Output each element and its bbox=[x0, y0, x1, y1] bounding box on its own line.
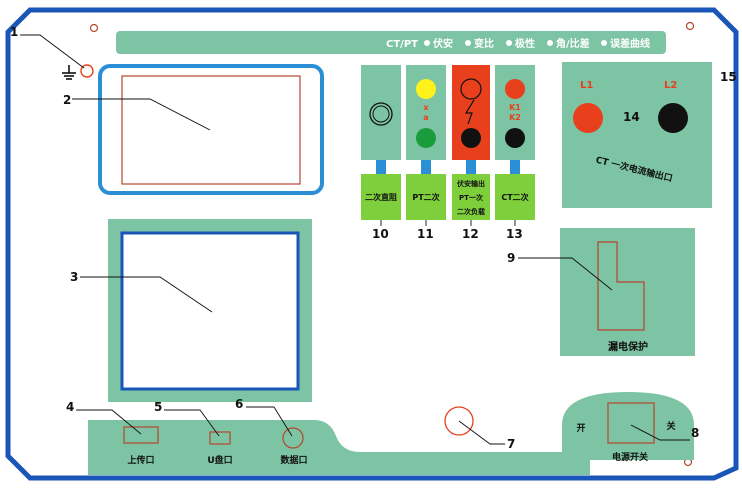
leader-line-9 bbox=[518, 257, 613, 291]
callout-9: 9 bbox=[507, 251, 515, 265]
callout-8: 8 bbox=[691, 426, 699, 440]
header-bullet bbox=[506, 40, 512, 46]
module-label-va-output-2: PT一次 bbox=[459, 193, 483, 202]
terminal-red bbox=[505, 79, 525, 99]
terminal-yellow bbox=[416, 79, 436, 99]
terminal-green bbox=[416, 128, 436, 148]
module-label-va-output-1: 伏安输出 bbox=[457, 179, 485, 188]
header-bullet bbox=[465, 40, 471, 46]
leader-line-8 bbox=[630, 424, 690, 441]
mounting-hole-top-left bbox=[89, 23, 99, 33]
callout-11: 11 bbox=[417, 227, 434, 241]
leakage-protection-label: 漏电保护 bbox=[608, 340, 648, 353]
leakage-protection-panel bbox=[560, 228, 695, 356]
header-bullet bbox=[424, 40, 430, 46]
power-switch-off-label: 关 bbox=[666, 420, 675, 432]
leader-line-6 bbox=[246, 406, 293, 437]
module-label-pt-secondary: PT二次 bbox=[412, 192, 439, 202]
callout-5: 5 bbox=[154, 400, 162, 414]
label-box bbox=[361, 174, 401, 220]
label-box bbox=[406, 174, 446, 220]
data-port-label: 数据口 bbox=[280, 454, 307, 466]
terminal-black bbox=[461, 128, 481, 148]
connector bbox=[421, 160, 431, 174]
connector bbox=[376, 160, 386, 174]
terminal-mark-a: a bbox=[423, 113, 428, 122]
leader-line-4 bbox=[76, 409, 142, 435]
power-switch-label: 电源开关 bbox=[612, 451, 648, 463]
module-va-output: 伏安输出 PT一次 二次负载 bbox=[452, 65, 490, 220]
terminal-mark-x: x bbox=[423, 103, 429, 112]
callout-6: 6 bbox=[235, 397, 243, 411]
usb-port bbox=[209, 431, 231, 445]
module-secondary-resistance: 二次直阻 bbox=[361, 65, 401, 220]
terminal-mark-k2: K2 bbox=[509, 113, 521, 122]
module-label-va-output-3: 二次负载 bbox=[457, 207, 485, 216]
mounting-hole-top-right bbox=[685, 21, 695, 31]
ct-primary-l2: L2 bbox=[664, 80, 677, 91]
terminal-mark-k1: K1 bbox=[509, 103, 521, 112]
leader-line-7 bbox=[458, 420, 505, 445]
callout-numbers: 1 2 3 4 5 6 7 8 9 10 11 12 13 14 15 bbox=[10, 25, 737, 451]
leader-line-2 bbox=[72, 98, 211, 131]
usb-port-label: U盘口 bbox=[207, 454, 232, 466]
terminal-red-outline bbox=[460, 78, 482, 100]
power-switch-on-label: 开 bbox=[576, 423, 585, 434]
callout-10: 10 bbox=[372, 227, 389, 241]
header-item: 变比 bbox=[474, 37, 494, 50]
upload-port-label: 上传口 bbox=[127, 454, 154, 466]
upload-port bbox=[123, 426, 159, 444]
module-ct-secondary: K1 K2 CT二次 bbox=[495, 65, 535, 220]
header-strip bbox=[116, 31, 666, 54]
ct-primary-terminal-black bbox=[658, 103, 688, 133]
leader-lines bbox=[20, 34, 690, 445]
header-bullet bbox=[547, 40, 553, 46]
callout-7: 7 bbox=[507, 437, 515, 451]
connector bbox=[466, 160, 476, 174]
ground-terminal bbox=[80, 64, 94, 78]
callout-3: 3 bbox=[70, 270, 78, 284]
leakage-breaker-outline bbox=[597, 241, 645, 331]
connector bbox=[510, 160, 520, 174]
leader-line-5 bbox=[164, 409, 220, 437]
printer-slot bbox=[121, 75, 301, 185]
ct-primary-panel bbox=[562, 62, 712, 208]
header-item: 伏安 bbox=[432, 37, 453, 50]
label-box bbox=[452, 174, 490, 220]
callout-2: 2 bbox=[63, 93, 71, 107]
callout-13: 13 bbox=[506, 227, 523, 241]
leader-line-3 bbox=[80, 276, 213, 313]
ct-primary-l1: L1 bbox=[580, 80, 593, 91]
callout-1: 1 bbox=[10, 25, 18, 39]
power-switch[interactable] bbox=[607, 402, 655, 444]
module-label-secondary-resistance: 二次直阻 bbox=[365, 192, 397, 202]
label-box bbox=[495, 174, 535, 220]
printer-frame bbox=[98, 64, 324, 195]
ground-icon bbox=[62, 65, 76, 80]
data-port bbox=[282, 427, 304, 449]
lightning-icon bbox=[464, 99, 475, 125]
header-bullet bbox=[601, 40, 607, 46]
resistance-terminal-inner bbox=[372, 105, 390, 123]
ct-primary-terminal-red bbox=[573, 103, 603, 133]
terminal-black bbox=[505, 128, 525, 148]
module-label-ct-secondary: CT二次 bbox=[501, 192, 528, 202]
header-item: 极性 bbox=[515, 37, 535, 50]
header-item: 角/比差 bbox=[556, 37, 590, 50]
callout-12: 12 bbox=[462, 227, 479, 241]
header-title-prefix: CT/PT bbox=[386, 39, 418, 50]
module-pt-secondary: x a PT二次 bbox=[406, 65, 446, 220]
header-items: 伏安 变比 极性 角/比差 误差曲线 bbox=[424, 37, 650, 50]
leader-line-1 bbox=[20, 34, 85, 69]
callout-14: 14 bbox=[623, 110, 640, 124]
resistance-terminal-outer bbox=[369, 102, 393, 126]
callout-4: 4 bbox=[66, 400, 74, 414]
callout-15: 15 bbox=[720, 70, 737, 84]
header-item: 误差曲线 bbox=[610, 37, 650, 50]
